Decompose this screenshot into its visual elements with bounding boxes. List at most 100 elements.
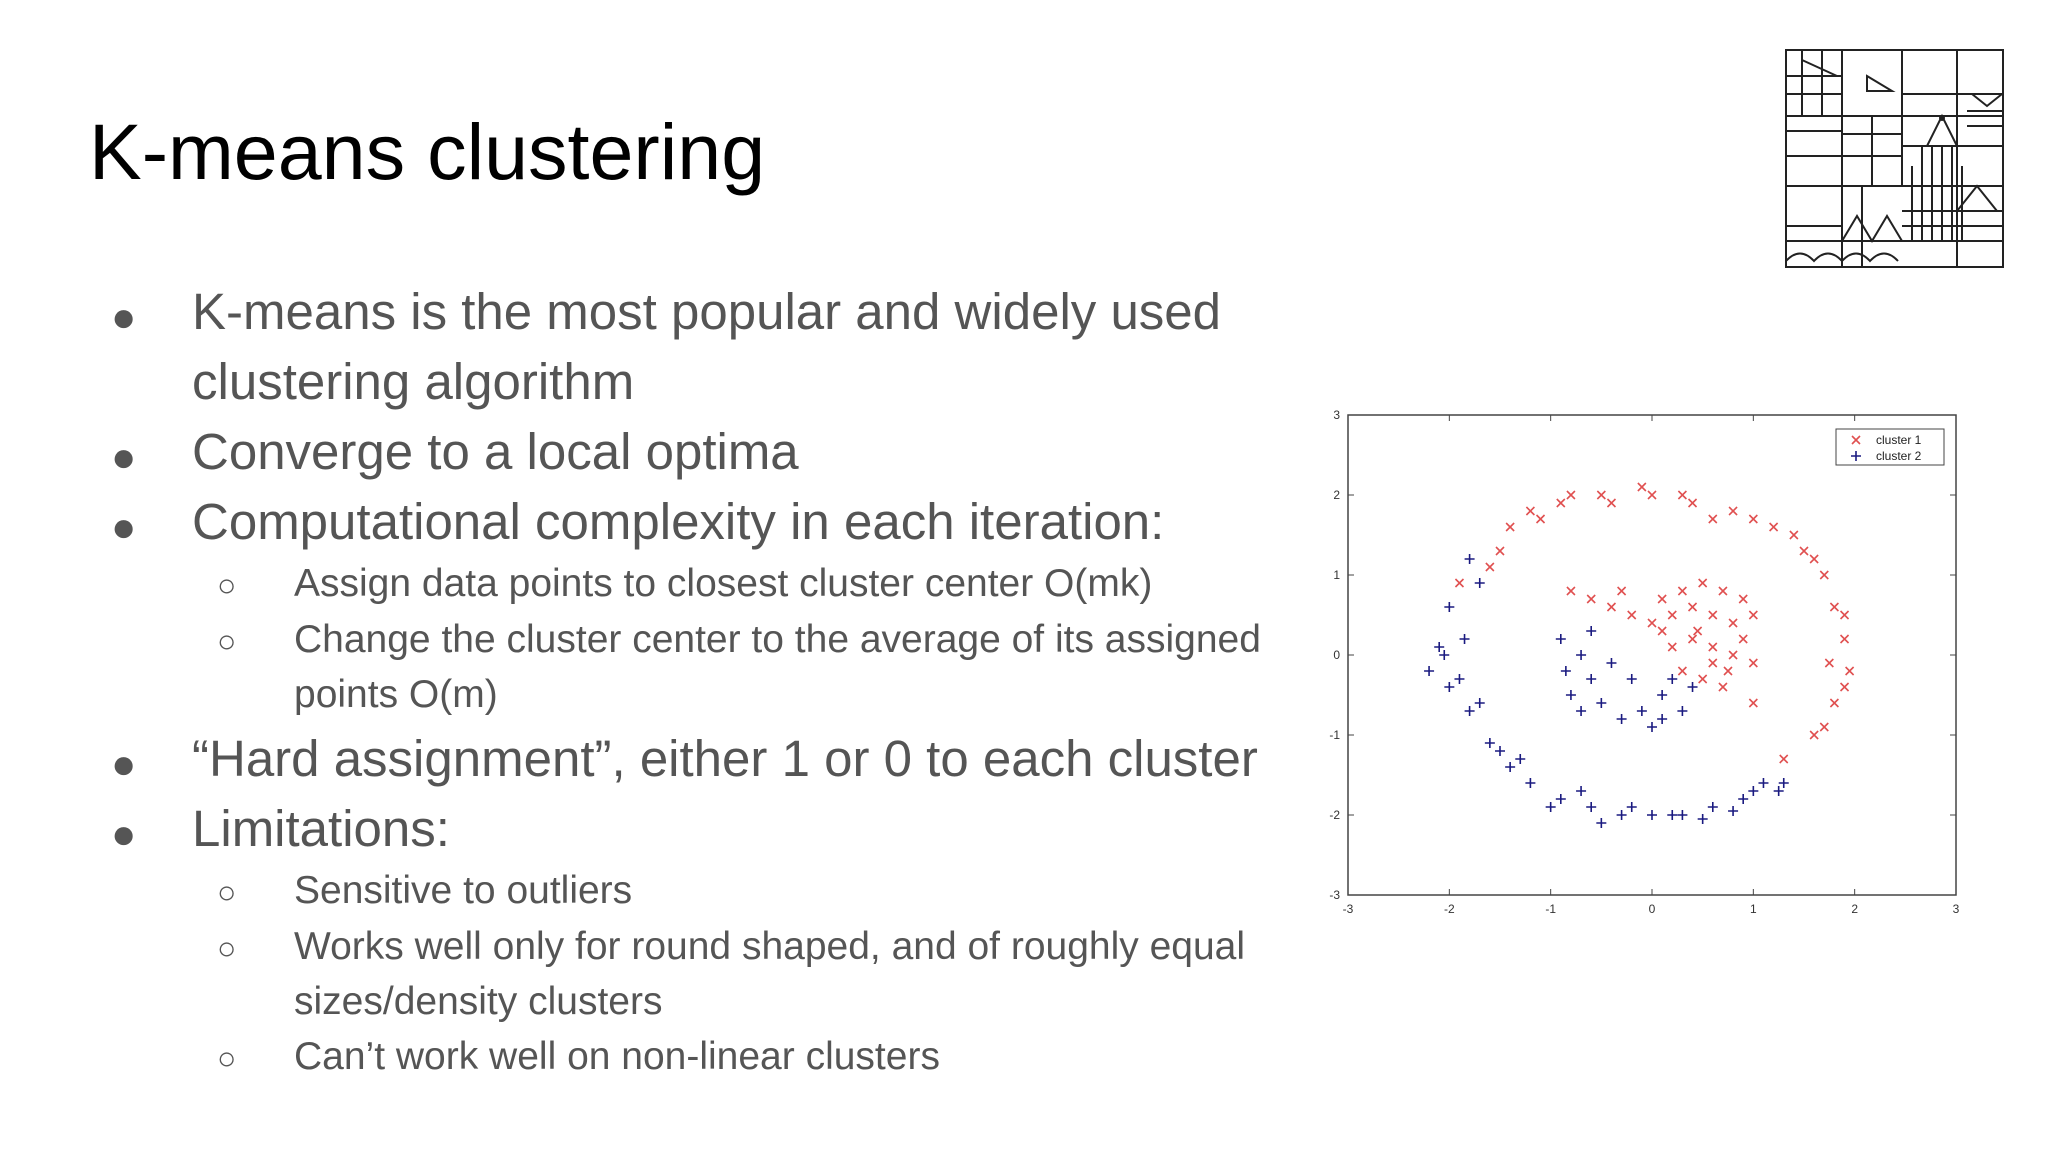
bullet-marker: ● — [111, 810, 137, 857]
scatter-point — [1738, 634, 1748, 644]
scatter-point — [1616, 714, 1627, 724]
scatter-point — [1738, 794, 1749, 804]
bullet-marker: ● — [111, 740, 137, 787]
scatter-point — [1728, 650, 1738, 660]
scatter-point — [1424, 666, 1435, 676]
bullet-marker: ● — [111, 433, 137, 480]
scatter-point — [1773, 786, 1784, 796]
scatter-point — [1839, 634, 1850, 644]
sub-bullet-text: Assign data points to closest cluster ce… — [294, 562, 1153, 605]
scatter-point — [1617, 586, 1627, 596]
scatter-point — [1667, 610, 1677, 620]
scatter-point — [1723, 666, 1733, 676]
scatter-point — [1839, 682, 1850, 692]
scatter-point — [1738, 594, 1748, 604]
y-tick-label: 1 — [1333, 568, 1340, 582]
scatter-point — [1647, 722, 1657, 732]
scatter-point — [1677, 706, 1688, 716]
bullet-marker: ● — [111, 503, 137, 550]
scatter-point — [1495, 746, 1505, 756]
scatter-point — [1576, 650, 1587, 660]
scatter-point — [1708, 658, 1718, 668]
scatter-point — [1819, 722, 1829, 732]
bullet-text: Computational complexity in each iterati… — [192, 493, 1165, 550]
scatter-point — [1657, 594, 1667, 604]
scatter-point — [1657, 714, 1668, 724]
scatter-point — [1647, 490, 1657, 500]
scatter-point — [1495, 546, 1505, 556]
scatter-point — [1454, 674, 1465, 684]
scatter-point — [1809, 730, 1819, 740]
scatter-point — [1718, 586, 1728, 596]
scatter-point — [1606, 602, 1617, 612]
scatter-point — [1677, 810, 1688, 820]
bullet-text: K-means is the most popular and widely u… — [192, 283, 1222, 340]
scatter-point — [1485, 562, 1495, 572]
sub-bullet-marker: ○ — [217, 1040, 237, 1076]
scatter-point — [1779, 754, 1789, 764]
scatter-point — [1525, 506, 1535, 516]
scatter-point — [1687, 634, 1698, 644]
scatter-point — [1596, 698, 1607, 708]
scatter-point — [1454, 578, 1465, 588]
scatter-point — [1637, 482, 1647, 492]
scatter-point — [1616, 810, 1627, 820]
sub-bullet-text: Can’t work well on non-linear clusters — [294, 1035, 940, 1078]
scatter-point — [1677, 490, 1687, 500]
scatter-point — [1697, 814, 1708, 824]
scatter-point — [1839, 610, 1850, 620]
scatter-point — [1728, 506, 1738, 516]
scatter-point — [1647, 810, 1657, 820]
bullet-text: “Hard assignment”, either 1 or 0 to each… — [192, 730, 1258, 787]
scatter-point — [1687, 498, 1698, 508]
scatter-point — [1586, 802, 1597, 812]
scatter-point — [1657, 626, 1667, 636]
scatter-point — [1829, 602, 1839, 612]
scatter-point — [1708, 610, 1718, 620]
scatter-point — [1586, 594, 1596, 604]
scatter-point — [1474, 578, 1485, 588]
scatter-point — [1464, 554, 1475, 564]
scatter-point — [1474, 698, 1485, 708]
scatter-point — [1647, 618, 1657, 628]
x-tick-label: 3 — [1953, 902, 1960, 916]
slide-title: K-means clustering — [89, 107, 766, 196]
scatter-point — [1819, 570, 1829, 580]
bullet-marker: ● — [111, 293, 137, 340]
y-tick-label: -3 — [1329, 888, 1340, 902]
scatter-point — [1728, 618, 1738, 628]
scatter-point — [1693, 626, 1703, 636]
legend-box — [1835, 428, 1945, 466]
legend-marker — [1851, 451, 1861, 461]
legend-label: cluster 2 — [1876, 449, 1922, 463]
scatter-point — [1464, 706, 1475, 716]
scatter-point — [1748, 658, 1758, 668]
scatter-point — [1439, 650, 1450, 660]
scatter-point — [1484, 738, 1495, 748]
y-tick-label: 3 — [1333, 408, 1340, 422]
scatter-point — [1586, 626, 1597, 636]
scatter-point — [1505, 522, 1515, 532]
scatter-point — [1677, 586, 1687, 596]
scatter-point — [1525, 778, 1536, 788]
scatter-point — [1728, 806, 1739, 816]
scatter-point — [1799, 546, 1809, 556]
scatter-point — [1576, 706, 1587, 716]
x-tick-label: -1 — [1545, 902, 1556, 916]
scatter-point — [1829, 698, 1839, 708]
scatter-point — [1444, 602, 1455, 612]
sub-bullet-text-continued: sizes/density clusters — [294, 980, 663, 1023]
scatter-point — [1789, 530, 1799, 540]
scatter-point — [1707, 802, 1718, 812]
scatter-point — [1555, 794, 1566, 804]
scatter-point — [1687, 682, 1698, 692]
scatter-point — [1748, 786, 1759, 796]
scatter-point — [1748, 610, 1758, 620]
scatter-point — [1824, 658, 1834, 668]
scatter-point — [1505, 762, 1516, 772]
scatter-point — [1606, 658, 1617, 668]
bullet-text: Converge to a local optima — [192, 423, 799, 480]
scatter-point — [1657, 690, 1668, 700]
scatter-point — [1560, 666, 1571, 676]
